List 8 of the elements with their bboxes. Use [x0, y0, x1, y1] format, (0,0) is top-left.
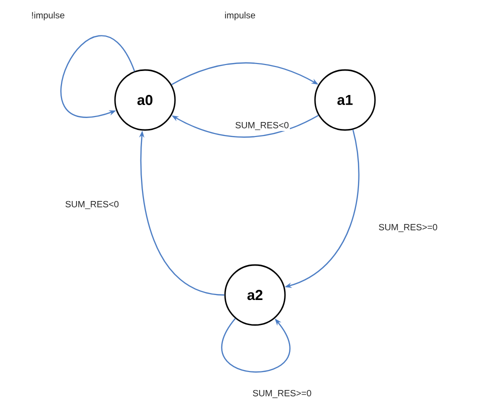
edge-label: SUM_RES>=0: [378, 222, 439, 234]
arrow: [60, 35, 136, 118]
edge-label: !impulse: [30, 10, 66, 22]
edge-label: SUM_RES<0: [234, 120, 290, 132]
arrow: [221, 318, 290, 373]
edge-label: SUM_RES<0: [64, 200, 120, 210]
edge-label: impulse: [224, 10, 256, 22]
edge-label: SUM_RES>=0: [252, 388, 313, 400]
